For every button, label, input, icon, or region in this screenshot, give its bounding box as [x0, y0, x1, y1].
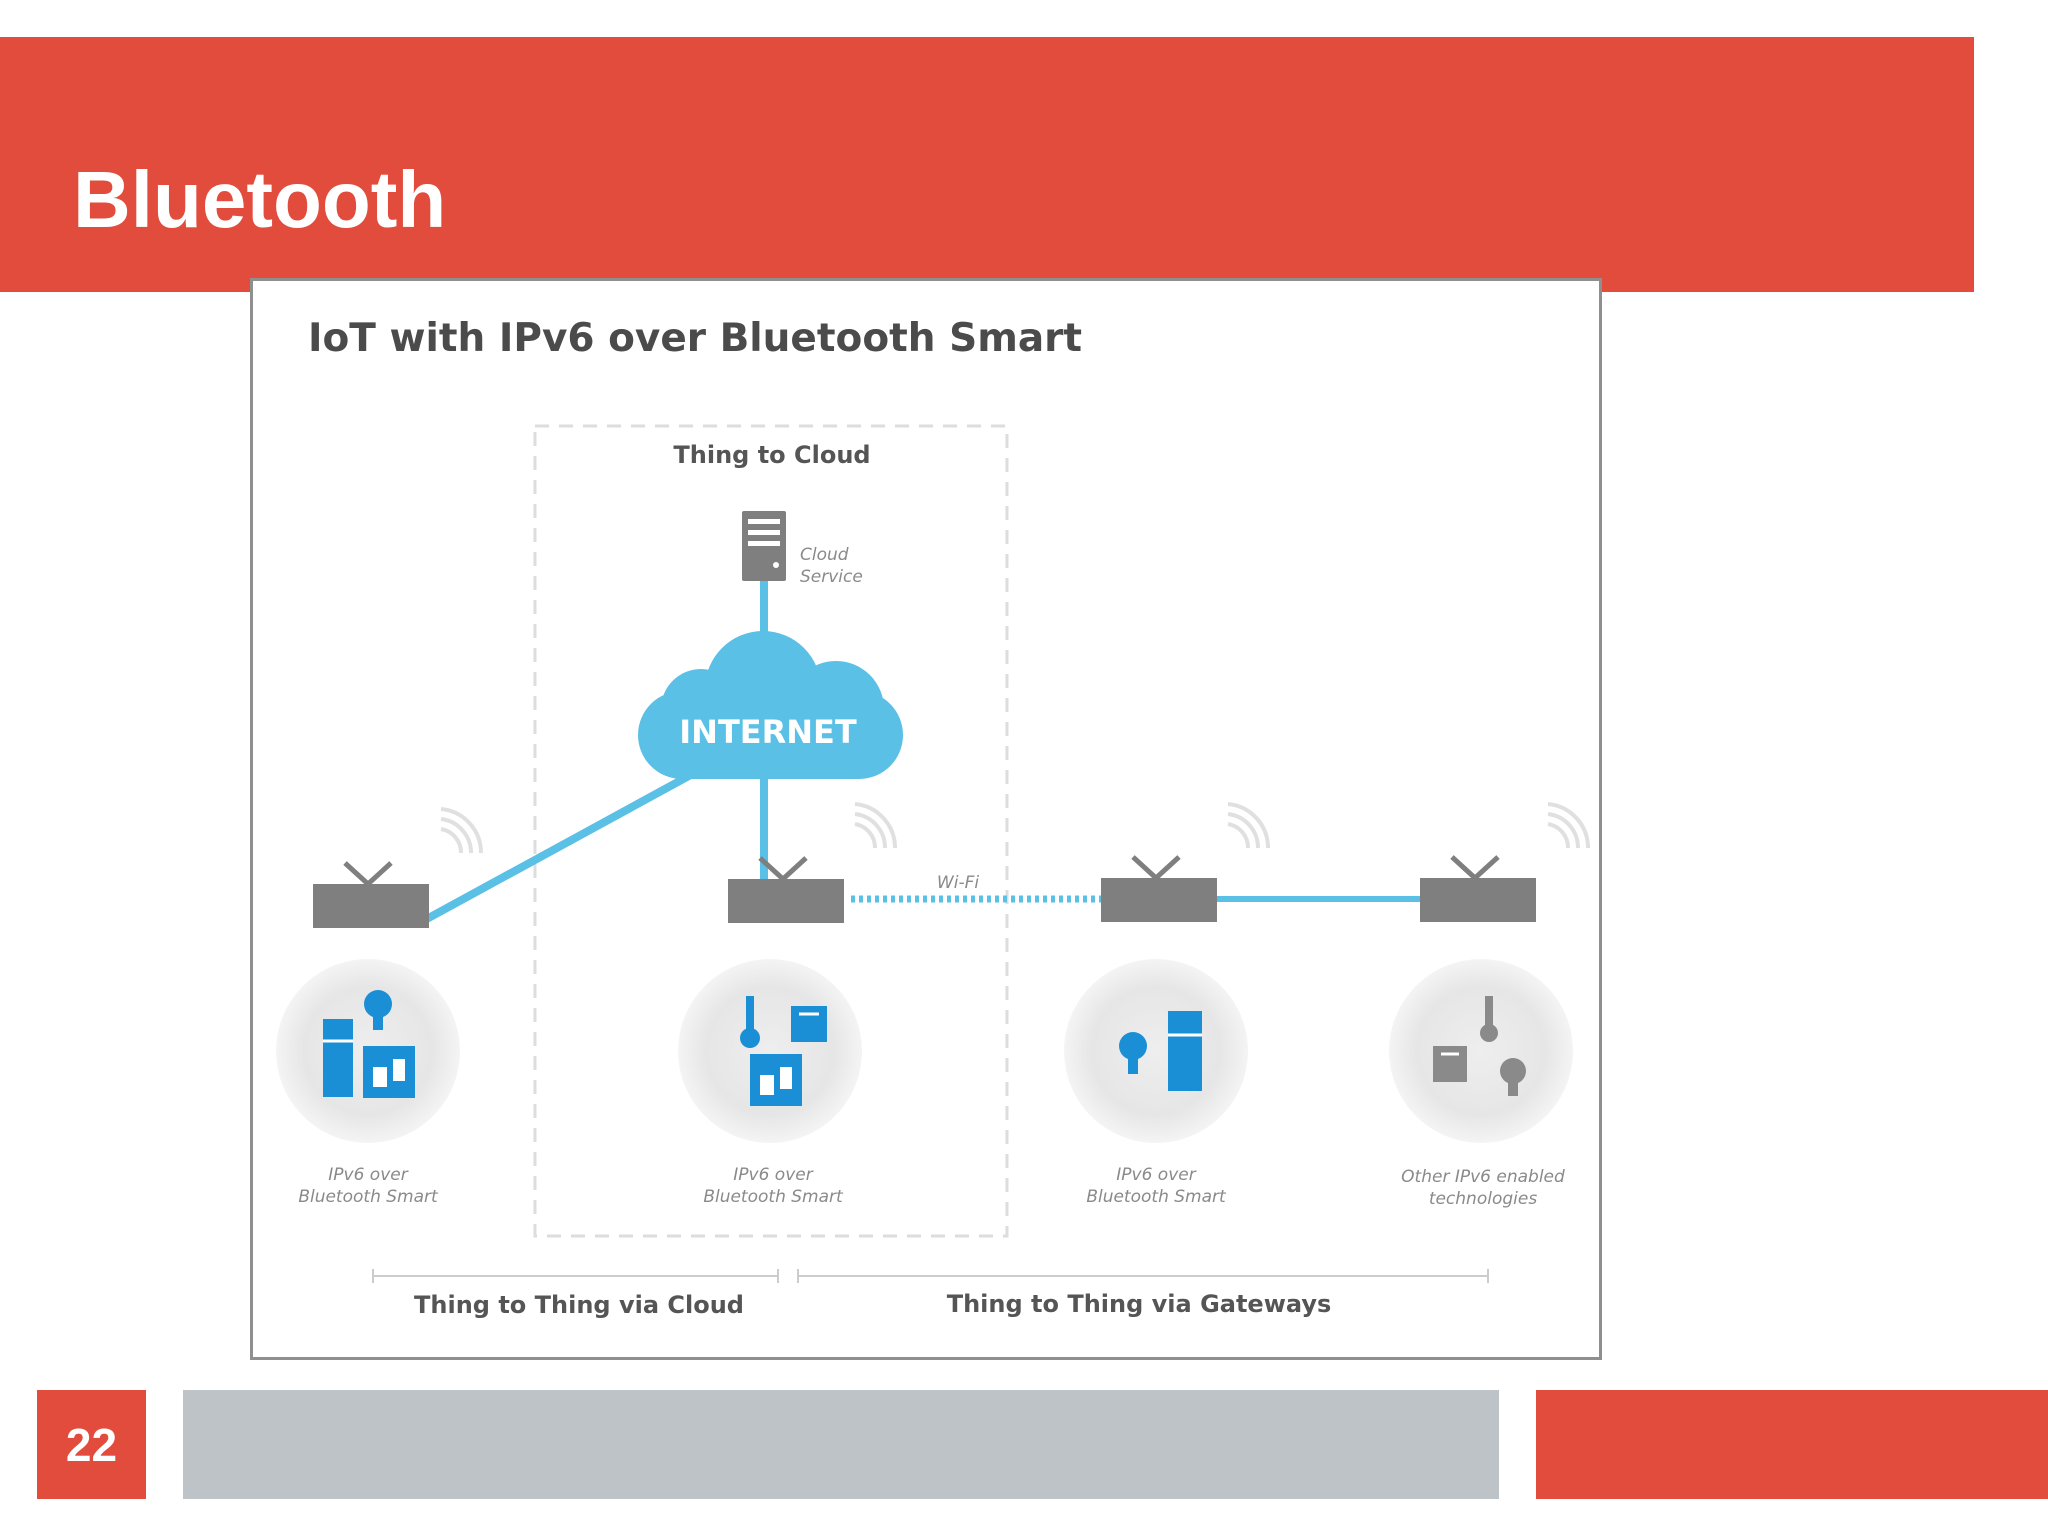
fridge-icon — [1168, 1011, 1202, 1091]
thing-to-cloud-label: Thing to Cloud — [673, 441, 870, 469]
lightbulb-icon — [1500, 1058, 1526, 1096]
device-cluster-1 — [276, 959, 460, 1143]
device-cluster-3 — [1064, 959, 1248, 1143]
internet-label: INTERNET — [679, 713, 857, 751]
gateway-2-icon — [728, 802, 898, 923]
header-band — [0, 37, 1974, 292]
fridge-icon — [323, 1019, 353, 1097]
diagram-frame: IoT with IPv6 over Bluetooth Smart Thing… — [250, 278, 1602, 1360]
scale-icon — [1433, 1046, 1467, 1082]
cloud-gateway1-link — [421, 767, 700, 925]
thing-to-thing-via-gateways-label: Thing to Thing via Gateways — [947, 1290, 1332, 1318]
diagram-canvas: IoT with IPv6 over Bluetooth Smart Thing… — [276, 316, 1591, 1319]
cluster-1-label-2: Bluetooth Smart — [298, 1187, 439, 1207]
cluster-4-label-1: Other IPv6 enabled — [1401, 1167, 1565, 1187]
scale-icon — [791, 1006, 827, 1042]
cluster-3-label-2: Bluetooth Smart — [1086, 1187, 1227, 1207]
internet-cloud-icon — [638, 631, 903, 779]
thing-to-thing-via-cloud-label: Thing to Thing via Cloud — [414, 1291, 744, 1319]
cluster-2-label-1: IPv6 over — [733, 1165, 813, 1185]
gateway-1-icon — [313, 807, 484, 928]
bracket-gateways — [797, 1269, 1489, 1283]
footer-gray-bar — [183, 1390, 1499, 1499]
lightbulb-icon — [364, 990, 392, 1030]
cloud-service-label-2: Service — [800, 567, 863, 587]
server-icon — [742, 511, 786, 581]
bracket-cloud — [372, 1269, 779, 1283]
cluster-4-label-2: technologies — [1429, 1189, 1538, 1209]
device-cluster-2 — [678, 959, 862, 1143]
lightbulb-icon — [1119, 1032, 1147, 1074]
wifi-label: Wi-Fi — [937, 873, 979, 893]
thermometer-icon — [1480, 996, 1498, 1042]
cluster-1-label-1: IPv6 over — [328, 1165, 408, 1185]
gateway-3-icon — [1101, 802, 1271, 922]
cluster-3-label-1: IPv6 over — [1116, 1165, 1196, 1185]
thermometer-icon — [740, 996, 760, 1048]
device-cluster-4 — [1389, 959, 1573, 1143]
cloud-service-label-1: Cloud — [800, 545, 849, 565]
page-number: 22 — [65, 1418, 118, 1471]
thing-to-cloud-box — [533, 424, 1009, 1238]
footer-red-bar — [1536, 1390, 2048, 1499]
cluster-2-label-2: Bluetooth Smart — [703, 1187, 844, 1207]
slide-title: Bluetooth — [73, 155, 447, 244]
diagram-title: IoT with IPv6 over Bluetooth Smart — [308, 316, 1082, 361]
coffee-maker-icon — [363, 1046, 415, 1098]
gateway-4-icon — [1420, 802, 1591, 922]
coffee-maker-icon — [750, 1054, 802, 1106]
page-number-box: 22 — [37, 1390, 146, 1499]
